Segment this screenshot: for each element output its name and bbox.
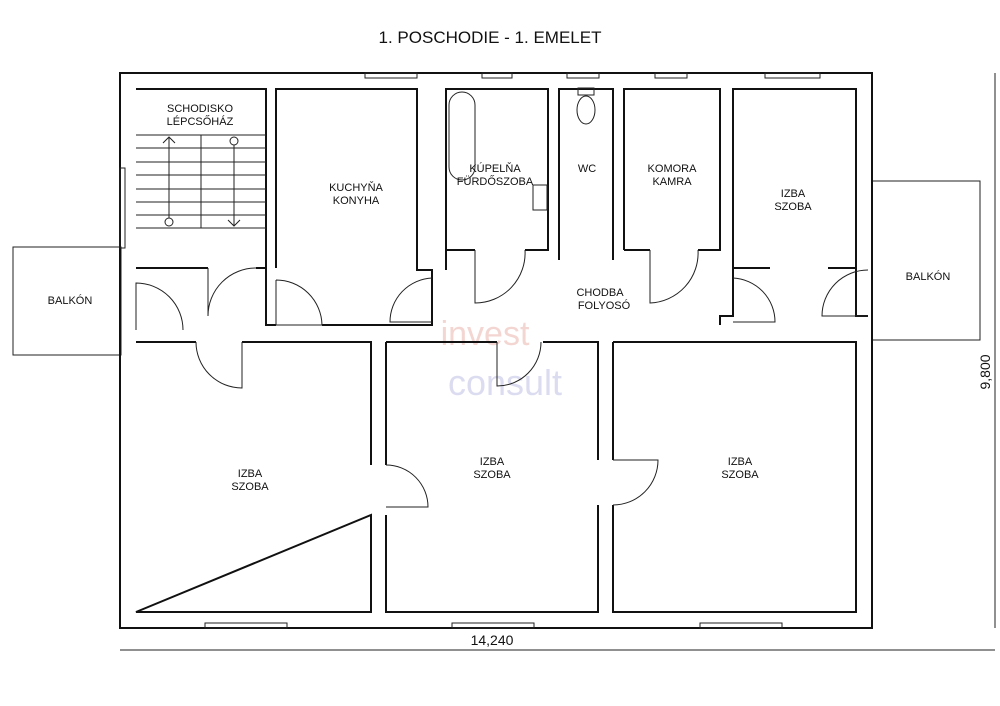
bath-label-1: KÚPELŇA — [469, 162, 521, 175]
pantry-label-1: KOMORA — [648, 163, 698, 175]
bottom-mid-room — [385, 341, 599, 613]
stair-label-1: SCHODISKO — [167, 103, 233, 115]
bottom-left-room-label-2: SZOBA — [231, 481, 269, 493]
bottom-left-room-label-1: IZBA — [238, 468, 263, 480]
windows — [119, 72, 821, 629]
stair-label-2: LÉPCSŐHÁZ — [167, 114, 234, 128]
kitchen-label-2: KONYHA — [333, 195, 380, 207]
stair-room — [136, 88, 267, 269]
plan-title: 1. POSCHODIE - 1. EMELET — [379, 28, 602, 47]
kitchen-room — [265, 88, 433, 326]
bottom-right-room — [612, 341, 857, 613]
watermark-top: invest — [441, 315, 530, 353]
width-dimension: 14,240 — [471, 632, 514, 648]
hall-label-2: FOLYOSÓ — [578, 299, 631, 312]
kitchen-label-1: KUCHYŇA — [329, 181, 383, 194]
balcony-right-label: BALKÓN — [906, 270, 951, 283]
bottom-right-room-label-2: SZOBA — [721, 469, 759, 481]
toilet-tank-icon — [577, 87, 595, 96]
bottom-left-room — [135, 341, 372, 613]
balcony-left-label: BALKÓN — [48, 294, 93, 307]
pantry-label-2: KAMRA — [652, 176, 692, 188]
height-dimension: 9,800 — [977, 354, 993, 389]
bottom-mid-room-label-1: IZBA — [480, 456, 505, 468]
watermark-bottom: consult — [448, 362, 562, 403]
bathtub-icon — [448, 91, 476, 181]
door-swings — [135, 249, 869, 508]
top-right-room-label-1: IZBA — [781, 188, 806, 200]
wc-room — [558, 88, 614, 260]
wc-label: WC — [578, 163, 596, 175]
bath-room — [445, 88, 549, 270]
hall-label-1: CHODBA — [576, 287, 624, 299]
balcony-right — [871, 180, 981, 341]
toilet-icon — [576, 95, 596, 125]
staircase — [136, 134, 266, 229]
bath-label-2: FÜRDŐSZOBA — [457, 174, 534, 188]
bottom-mid-room-label-2: SZOBA — [473, 469, 511, 481]
top-right-room-label-2: SZOBA — [774, 201, 812, 213]
pantry-room — [623, 88, 721, 251]
bottom-right-room-label-1: IZBA — [728, 456, 753, 468]
sink-icon — [532, 184, 548, 211]
